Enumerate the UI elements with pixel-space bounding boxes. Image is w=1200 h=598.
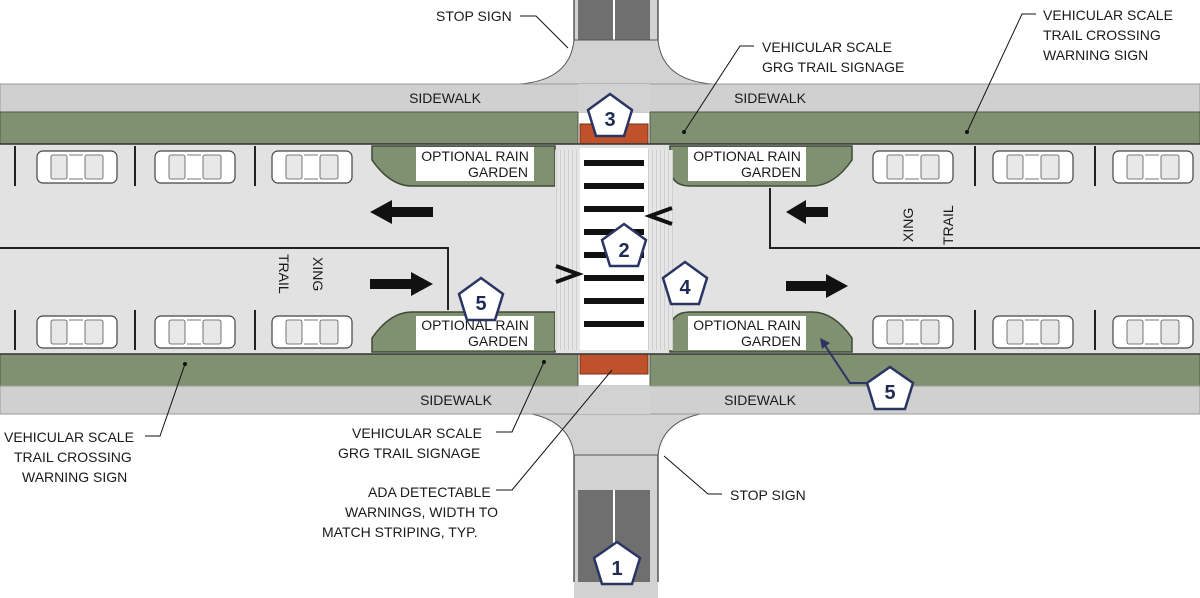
marker-4-label: 4 [679, 277, 691, 299]
rain-garden-ne-line2: GARDEN [741, 164, 801, 180]
rain-garden-nw-line1: OPTIONAL RAIN [421, 148, 529, 164]
sidewalk-label-sw: SIDEWALK [420, 392, 492, 408]
callout-ada-line3: MATCH STRIPING, TYP. [322, 524, 478, 540]
sidewalk-label-nw: SIDEWALK [409, 90, 481, 106]
traffic-arrows [370, 200, 848, 298]
marker-1: 1 [592, 540, 642, 586]
yield-chevron-west [555, 264, 584, 284]
marker-3-label: 3 [604, 109, 615, 131]
sidewalk-label-se: SIDEWALK [724, 392, 796, 408]
callout-grg-top-line1: VEHICULAR SCALE [762, 39, 892, 55]
pavement-xing-west: XING [310, 257, 326, 291]
pavement-trail-west: TRAIL [276, 254, 292, 294]
callout-trail-warning-tr-line3: WARNING SIGN [1043, 47, 1148, 63]
rain-garden-sw-line1: OPTIONAL RAIN [421, 317, 529, 333]
callout-grg-bottom-line1: VEHICULAR SCALE [352, 425, 482, 441]
callout-ada-line2: WARNINGS, WIDTH TO [345, 504, 498, 520]
callout-stop-sign-top: STOP SIGN [436, 8, 512, 24]
callout-trail-warning-bl-line2: TRAIL CROSSING [14, 449, 132, 465]
callout-trail-warning-bl-line1: VEHICULAR SCALE [4, 429, 134, 445]
marker-2-label: 2 [618, 240, 629, 262]
crossing-hatch-west [555, 150, 580, 350]
north-trail-flare [519, 39, 713, 85]
south-planting-strip-right [649, 353, 1200, 387]
callout-trail-warning-tr-line2: TRAIL CROSSING [1043, 27, 1161, 43]
south-trail-flare [519, 411, 713, 456]
callout-trail-warning-bl-line3: WARNING SIGN [22, 469, 127, 485]
rain-garden-ne-line1: OPTIONAL RAIN [693, 148, 801, 164]
crossing-hatch-east [648, 150, 673, 350]
parking-stall-lines [14, 146, 1096, 350]
marker-5-east-label: 5 [884, 382, 895, 404]
marker-5-east: 5 [820, 338, 915, 411]
callout-grg-bottom-line2: GRG TRAIL SIGNAGE [338, 445, 480, 461]
yield-chevron-east [644, 206, 673, 226]
rain-garden-se-line2: GARDEN [741, 333, 801, 349]
callout-ada-line1: ADA DETECTABLE [368, 484, 491, 500]
marker-5-west-label: 5 [475, 293, 486, 315]
sidewalk-label-ne: SIDEWALK [734, 90, 806, 106]
north-planting-strip-right [649, 111, 1200, 145]
marker-1-label: 1 [611, 558, 622, 580]
callout-grg-top-line2: GRG TRAIL SIGNAGE [762, 59, 904, 75]
marker-4: 4 [661, 260, 709, 306]
south-planting-strip-left [0, 353, 579, 387]
marker-3: 3 [586, 92, 634, 138]
marker-5-west: 5 [457, 276, 505, 322]
callout-stop-sign-bottom: STOP SIGN [730, 487, 806, 503]
rain-garden-se-line1: OPTIONAL RAIN [693, 317, 801, 333]
pavement-xing-east: XING [900, 208, 916, 242]
north-planting-strip-left [0, 111, 579, 145]
rain-garden-sw-line2: GARDEN [468, 333, 528, 349]
callout-trail-warning-tr-line1: VEHICULAR SCALE [1043, 7, 1173, 23]
pavement-trail-east: TRAIL [940, 205, 956, 245]
marker-2: 2 [600, 222, 648, 268]
rain-garden-nw-line2: GARDEN [468, 164, 528, 180]
ada-pad-south [579, 353, 649, 375]
